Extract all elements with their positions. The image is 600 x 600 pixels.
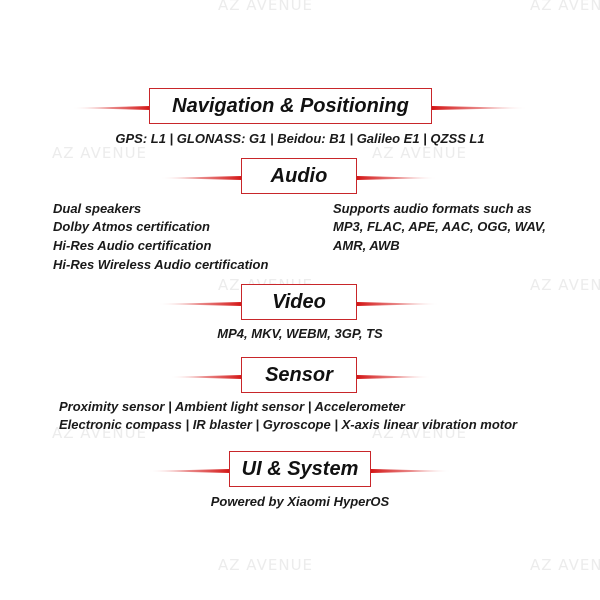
red-divider-left [170, 375, 242, 379]
section-title-system: UI & System [229, 451, 371, 487]
red-divider-right [357, 375, 431, 379]
audio-format-text: MP3, FLAC, APE, AAC, OGG, WAV, [333, 219, 546, 234]
watermark: AZ AVENUE [372, 424, 468, 442]
red-divider-right [371, 469, 451, 473]
navigation-systems-text: GPS: L1 | GLONASS: G1 | Beidou: B1 | Gal… [115, 131, 485, 146]
watermark: AZ AVENUE [52, 144, 148, 162]
section-header-sensor: Sensor [0, 357, 600, 397]
watermark: AZ AVENUE [530, 276, 600, 294]
section-header-audio: Audio [0, 158, 600, 198]
red-divider-left [148, 469, 230, 473]
system-os-text: Powered by Xiaomi HyperOS [210, 494, 390, 509]
audio-feature-item: Hi-Res Audio certification [53, 238, 212, 253]
video-formats-text: MP4, MKV, WEBM, 3GP, TS [217, 326, 383, 341]
red-divider-right [357, 176, 437, 180]
watermark: AZ AVENUE [372, 144, 468, 162]
section-title-navigation: Navigation & Positioning [149, 88, 432, 124]
audio-feature-item: Dual speakers [53, 201, 142, 216]
watermark: AZ AVENUE [218, 556, 314, 574]
red-divider-left [160, 176, 242, 180]
sensor-list-text: Proximity sensor | Ambient light sensor … [59, 399, 405, 414]
section-title-video: Video [241, 284, 357, 320]
section-header-video: Video [0, 284, 600, 324]
audio-format-text: Supports audio formats such as [333, 201, 532, 216]
audio-feature-item: Dolby Atmos certification [53, 219, 210, 234]
section-header-navigation: Navigation & Positioning [0, 88, 600, 128]
watermark: AZ AVENUE [52, 424, 148, 442]
watermark: AZ AVENUE [218, 0, 314, 14]
section-title-audio: Audio [241, 158, 357, 194]
watermark: AZ AVENUE [530, 556, 600, 574]
section-header-system: UI & System [0, 451, 600, 491]
audio-format-text: AMR, AWB [333, 238, 400, 253]
red-divider-left [158, 302, 242, 306]
audio-feature-item: Hi-Res Wireless Audio certification [53, 257, 269, 272]
red-divider-right [432, 106, 528, 110]
section-title-sensor: Sensor [241, 357, 357, 393]
watermark: AZ AVENUE [530, 0, 600, 14]
red-divider-right [357, 302, 439, 306]
red-divider-left [72, 106, 150, 110]
sensor-list-text: Electronic compass | IR blaster | Gyrosc… [59, 417, 518, 432]
